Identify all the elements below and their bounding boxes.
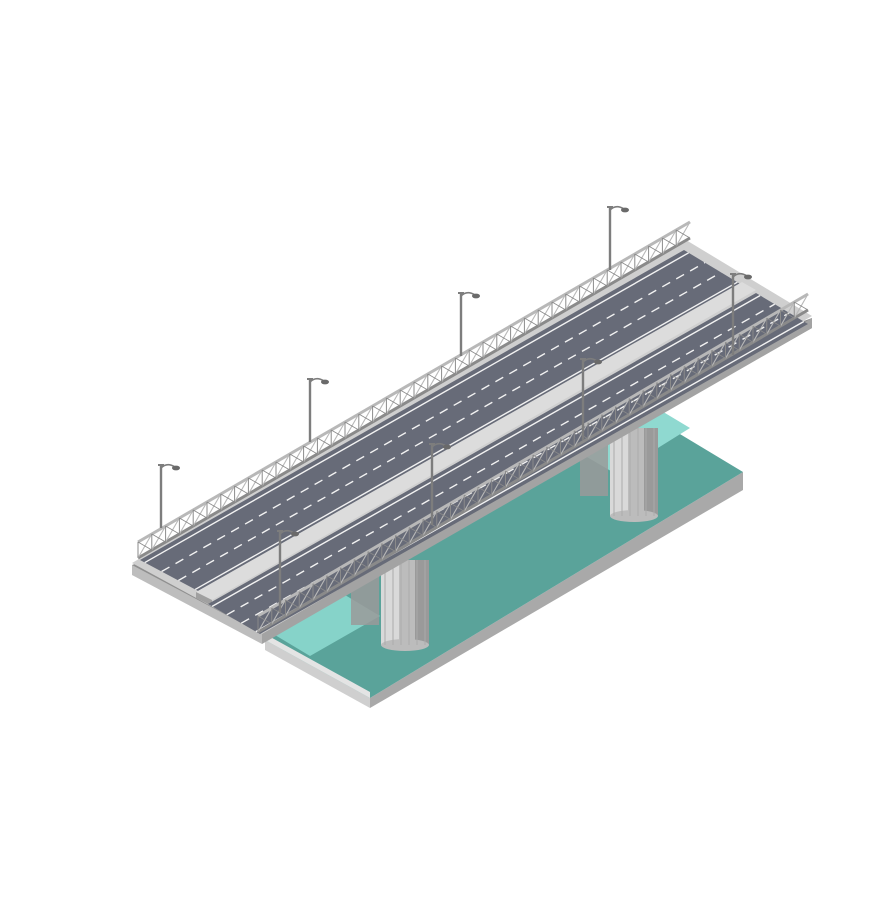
lamp-post-far-4 xyxy=(607,205,629,270)
lamp-post-near-1 xyxy=(277,529,299,612)
deck-front-side xyxy=(132,565,262,644)
railing-far xyxy=(137,220,691,560)
road-median-side xyxy=(196,592,212,606)
bridge-deck xyxy=(132,240,812,644)
railing-near xyxy=(257,292,809,634)
platform-edge-top xyxy=(265,634,370,698)
road-median xyxy=(196,282,756,600)
pier-2 xyxy=(580,428,658,522)
lamp-post-far-2 xyxy=(307,377,329,442)
lane-line-far-4 xyxy=(194,281,738,591)
lamp-post-near-2 xyxy=(429,442,451,525)
lamp-post-near-4 xyxy=(730,272,752,355)
lamp-post-far-3 xyxy=(458,291,480,356)
lane-line-far-3 xyxy=(178,271,722,582)
lamp-posts xyxy=(158,205,752,612)
railings xyxy=(137,220,809,634)
road-near-carriageway xyxy=(208,293,808,634)
lamp-post-near-3 xyxy=(580,357,602,440)
support-piers xyxy=(351,428,658,651)
lane-line-far-1 xyxy=(144,252,689,564)
road-far-carriageway xyxy=(140,250,742,592)
lane-line-near-1 xyxy=(211,294,761,608)
platform-bank-right xyxy=(370,472,743,708)
pier-1 xyxy=(351,560,429,651)
platform-bank-front xyxy=(265,640,370,708)
lane-line-near-2 xyxy=(226,303,776,616)
lane-line-far-2 xyxy=(161,261,706,573)
lamp-post-far-1 xyxy=(158,463,180,528)
